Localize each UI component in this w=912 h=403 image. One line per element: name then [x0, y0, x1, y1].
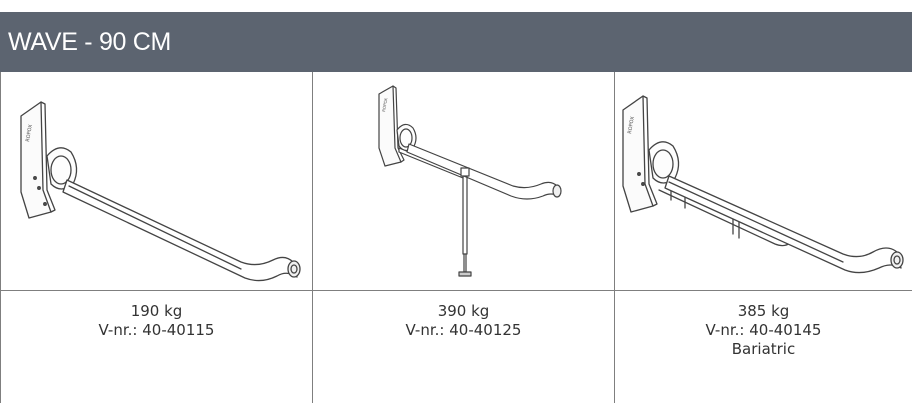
svg-text:ROPOX: ROPOX: [381, 97, 388, 112]
product-column: ROPOX 190 kg V-nr.: 40-40115: [0, 72, 313, 403]
wave-grab-bar-drawing: ROPOX: [20, 101, 301, 282]
wave-grab-bar-with-floor-leg-drawing: ROPOX: [378, 85, 562, 277]
section-header: WAVE - 90 CM: [0, 12, 912, 72]
svg-text:ROPOX: ROPOX: [25, 124, 34, 143]
wave-bariatric-grab-bar-drawing: ROPOX: [622, 95, 904, 274]
product-info: 385 kg V-nr.: 40-40145 Bariatric: [615, 291, 912, 359]
product-image-cell: ROPOX: [615, 72, 912, 291]
svg-text:ROPOX: ROPOX: [627, 116, 636, 135]
product-column: ROPOX 385 kg V-nr.: 40-4014: [615, 72, 912, 403]
product-info: 390 kg V-nr.: 40-40125: [313, 291, 614, 340]
product-image-cell: ROPOX: [1, 72, 312, 291]
product-weight: 190 kg: [130, 302, 183, 320]
product-info: 190 kg V-nr.: 40-40115: [1, 291, 312, 340]
product-vnr: V-nr.: 40-40145: [705, 321, 822, 339]
product-table: ROPOX 190 kg V-nr.: 40-40115: [0, 72, 912, 403]
product-vnr: V-nr.: 40-40115: [98, 321, 215, 339]
product-note: Bariatric: [731, 340, 796, 358]
product-image-cell: ROPOX: [313, 72, 614, 291]
product-column: ROPOX 390 kg V-nr.: 40-40125: [313, 72, 615, 403]
product-weight: 385 kg: [737, 302, 790, 320]
product-weight: 390 kg: [437, 302, 490, 320]
product-vnr: V-nr.: 40-40125: [405, 321, 522, 339]
section-title: WAVE - 90 CM: [8, 27, 172, 56]
